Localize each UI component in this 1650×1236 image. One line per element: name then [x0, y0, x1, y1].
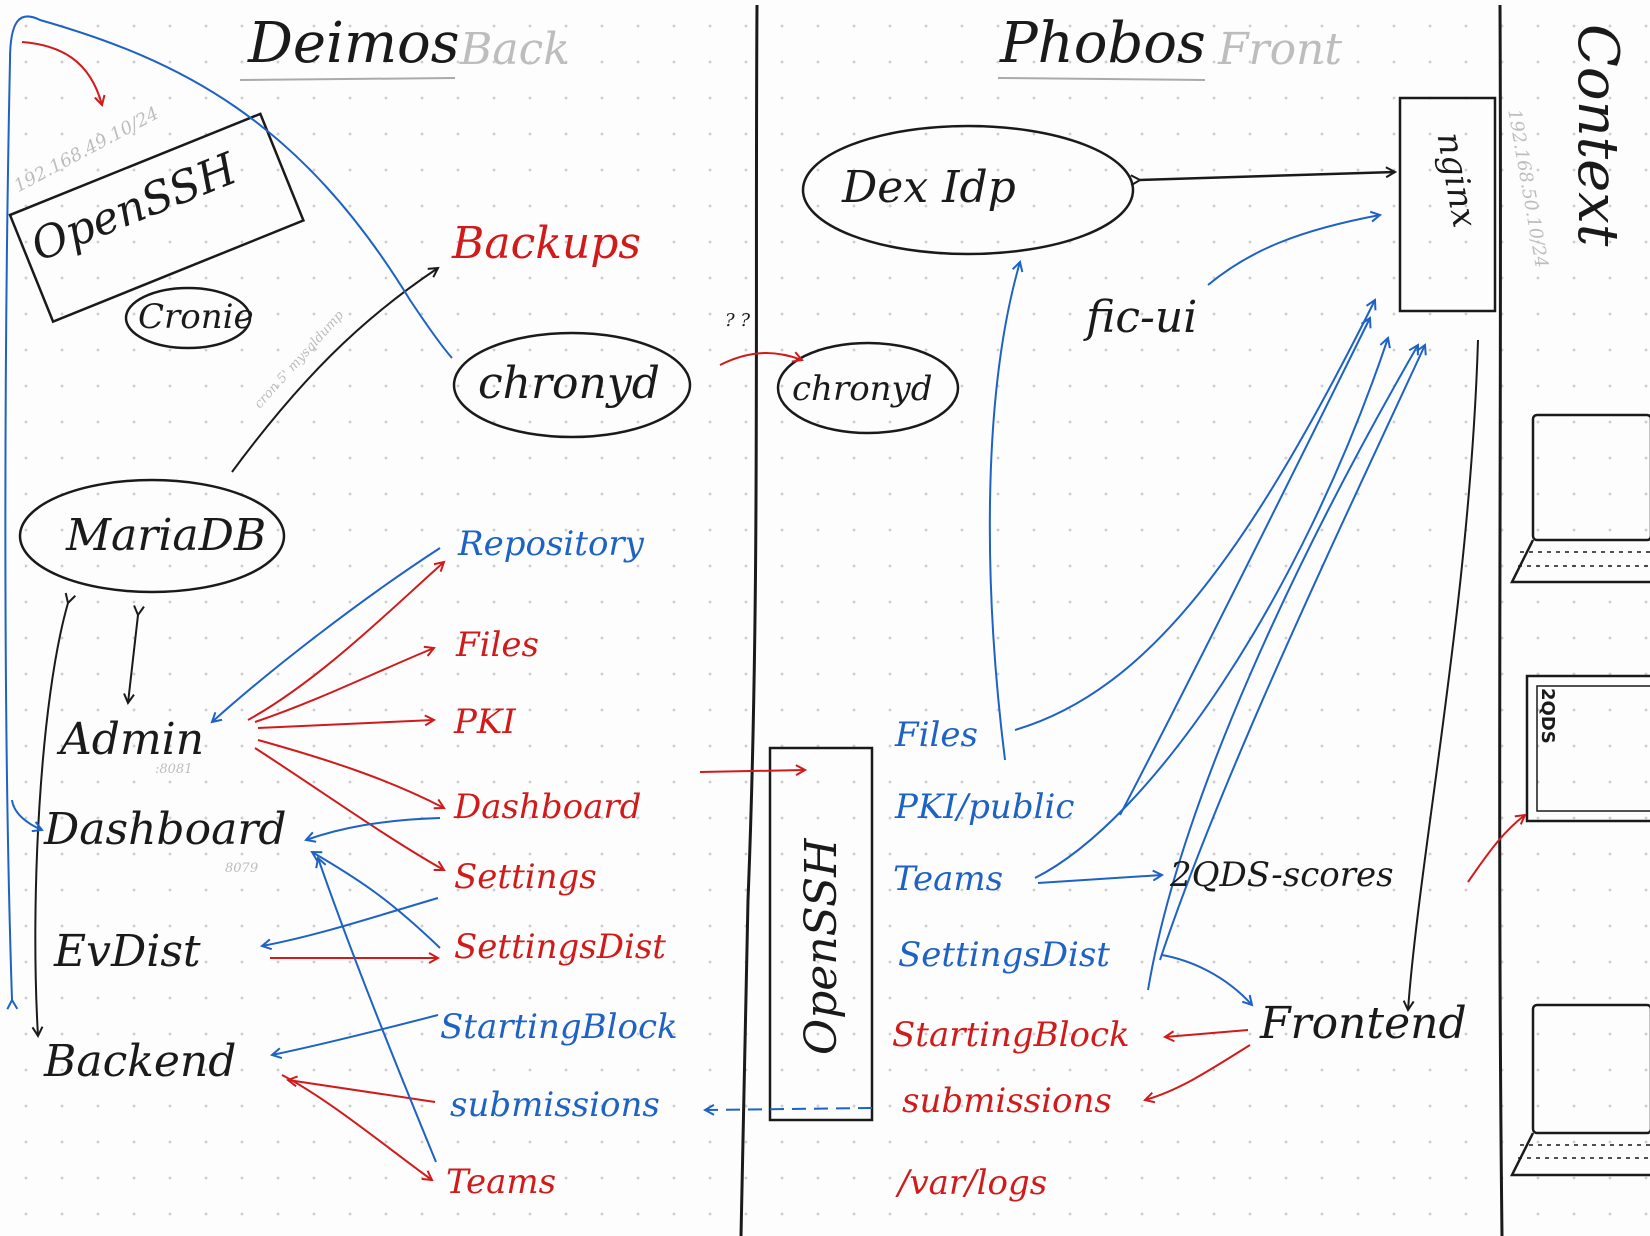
deimos-storage-settingsdist: SettingsDist [454, 927, 666, 967]
phobos-storage-startingblock: StartingBlock [892, 1015, 1130, 1055]
laptop-icon [1509, 413, 1650, 584]
evdist-label: EvDist [54, 926, 201, 977]
deimos-openssh-box [8, 112, 306, 324]
cronie-label: Cronie [138, 297, 254, 337]
phobos-storage-pki-public: PKI/public [895, 787, 1075, 827]
frontend-label: Frontend [1260, 998, 1467, 1049]
dex-idp-label: Dex Idp [842, 162, 1016, 213]
deimos-storage-submissions: submissions [450, 1085, 660, 1125]
phobos-title: Phobos [1000, 11, 1206, 76]
underline-phobos [997, 77, 1206, 81]
admin-port: :8081 [155, 762, 193, 777]
mariadb-label: MariaDB [66, 510, 267, 561]
zqds-screen-label: 2QDS [1537, 688, 1558, 744]
ssh-to-submissions-arrow [705, 1108, 873, 1110]
deimos-storage-pki: PKI [454, 702, 516, 742]
underline-deimos [239, 77, 456, 81]
question-marks: ? ? [725, 310, 751, 331]
mariadb-admin-arrow [128, 615, 138, 703]
chronyd-sync-arrow [719, 353, 802, 366]
dex-nginx-arrow [1140, 172, 1395, 180]
deimos-storage-dashboard: Dashboard [454, 787, 642, 827]
phobos-openssh-box [768, 746, 874, 1122]
deimos-storage-settings: Settings [454, 857, 597, 897]
deimos-storage-repository: Repository [458, 524, 644, 564]
deimos-storage-startingblock: StartingBlock [440, 1007, 678, 1047]
phobos-chronyd-label: chronyd [792, 369, 933, 409]
deimos-storage-teams: Teams [446, 1162, 557, 1202]
dex-idp-ellipse [801, 124, 1135, 256]
admin-label: Admin [60, 714, 205, 765]
phobos-storage-teams: Teams [893, 859, 1004, 899]
phobos-storage-submissions: submissions [902, 1081, 1112, 1121]
zqds-screen [1525, 674, 1650, 823]
phobos-storage-settingsdist: SettingsDist [898, 935, 1110, 975]
deimos-subtitle: Back [460, 24, 570, 75]
dashboard-port: 8079 [225, 861, 259, 876]
divider-phobos-context [1498, 4, 1504, 1236]
phobos-openssh-label: OpenSSH [796, 838, 847, 1056]
mariadb-ellipse [18, 478, 286, 594]
deimos-chronyd-ellipse [452, 331, 692, 439]
laptop-icon-2 [1509, 1003, 1650, 1177]
backend-label: Backend [44, 1036, 237, 1087]
backups-label: Backups [452, 218, 641, 269]
phobos-storage-files: Files [895, 715, 978, 755]
context-title: Context [1565, 24, 1630, 247]
deimos-title: Deimos [248, 11, 460, 76]
nginx-box [1398, 96, 1497, 313]
phobos-subtitle: Front [1218, 24, 1343, 75]
nginx-frontend-arrow [1408, 339, 1479, 1010]
dashboard-label: Dashboard [44, 804, 287, 855]
deimos-chronyd-label: chronyd [478, 358, 660, 409]
phobos-storage-var-logs: /var/logs [898, 1163, 1048, 1203]
cron-to-backups-arrow [231, 268, 438, 473]
2qds-scores-label: 2QDS-scores [1170, 855, 1394, 895]
cronie-ellipse [124, 286, 252, 350]
mariadb-backend-arrow [35, 603, 68, 1036]
phobos-chronyd-ellipse [776, 341, 960, 435]
deimos-storage-files: Files [456, 625, 539, 665]
fic-ui-label: fic-ui [1086, 292, 1198, 343]
divider-deimos-phobos [739, 4, 759, 1236]
